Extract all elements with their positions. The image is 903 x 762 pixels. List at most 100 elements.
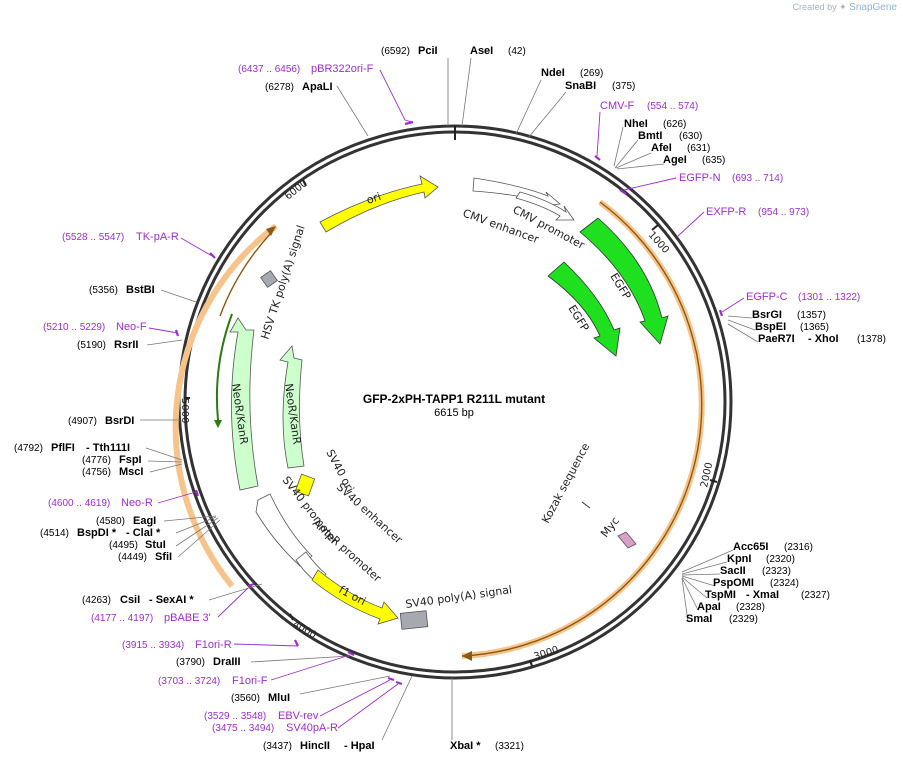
site-fspi-pos: (4776) <box>82 455 111 466</box>
site-xbai: XbaI * <box>450 740 481 752</box>
site-hpai: - HpaI <box>344 740 375 752</box>
site-rsrii-pos: (5190) <box>77 340 106 351</box>
primer-neor: Neo-R <box>121 497 153 509</box>
site-bspei-pos: (1365) <box>800 322 829 333</box>
site-stui: StuI <box>145 539 166 551</box>
site-msci-pos: (4756) <box>82 467 111 478</box>
site-smai: SmaI <box>686 613 712 625</box>
site-paer7i-pos: (1378) <box>857 334 886 345</box>
orf-arrow-left <box>219 231 273 317</box>
site-paer7i: PaeR7I <box>758 333 795 345</box>
site-pspomi: PspOMI <box>713 577 754 589</box>
site-stui-pos: (4495) <box>109 540 138 551</box>
egfp-arrow-1 <box>579 217 669 345</box>
site-bstbi: BstBI <box>126 284 155 296</box>
primer-sv40par: SV40pA-R <box>286 722 338 734</box>
orf-green-arrowhead <box>214 420 222 428</box>
site-acc65i-pos: (2316) <box>784 542 813 553</box>
primer-neof: Neo-F <box>116 321 147 333</box>
site-sfii: SfiI <box>155 551 172 563</box>
site-tspmi: TspMI <box>705 589 736 601</box>
site-smai-pos: (2329) <box>729 614 758 625</box>
site-tth111i: - Tth111I <box>86 442 130 454</box>
plasmid-length: 6615 bp <box>434 407 474 419</box>
primer-tkpar-range: (5528 .. 5547) <box>62 232 124 243</box>
orf-arrowhead-left <box>266 226 276 236</box>
primer-leader-lines <box>148 69 745 729</box>
cmv-promoter-arrow <box>515 191 575 221</box>
site-eagi: EagI <box>133 515 156 527</box>
watermark-brand: SnapGene <box>849 2 897 13</box>
primer-cmvf-range: (554 .. 574) <box>647 101 698 112</box>
site-afei-pos: (631) <box>687 143 710 154</box>
site-sexai: - SexAI * <box>149 594 194 606</box>
primer-pbabe: pBABE 3' <box>164 612 211 624</box>
site-clai: - ClaI * <box>126 527 161 539</box>
site-eagi-pos: (4580) <box>96 516 125 527</box>
site-xbai-pos: (3321) <box>495 741 524 752</box>
site-pspomi-pos: (2324) <box>770 578 799 589</box>
primer-egfpc-range: (1301 .. 1322) <box>798 292 860 303</box>
site-rsrii: RsrII <box>114 339 138 351</box>
site-asei: AseI <box>470 45 493 57</box>
primer-sv40par-range: (3475 .. 3494) <box>212 723 274 734</box>
site-apai-pos: (2328) <box>736 602 765 613</box>
site-sacii-pos: (2323) <box>762 566 791 577</box>
site-csii: CsiI <box>120 594 140 606</box>
site-acc65i: Acc65I <box>733 541 768 553</box>
myc-arrow <box>617 531 637 549</box>
site-sfii-pos: (4449) <box>118 552 147 563</box>
site-tspmi-pos: (2327) <box>801 590 830 601</box>
site-apai: ApaI <box>697 601 721 613</box>
site-asei-pos: (42) <box>508 46 526 57</box>
tick-marks <box>184 126 718 667</box>
primer-exfpr-range: (954 .. 973) <box>758 207 809 218</box>
orf-arrow-right <box>461 201 703 657</box>
tick-4000: 4000 <box>291 619 319 641</box>
f1-ori-arrow <box>311 569 399 625</box>
site-hincii-pos: (3437) <box>263 741 292 752</box>
site-csii-pos: (4263) <box>82 595 111 606</box>
site-bsrdi: BsrDI <box>105 415 134 427</box>
site-xhoi: - XhoI <box>808 333 839 345</box>
primer-tkpar: TK-pA-R <box>136 231 179 243</box>
kozak-label: Kozak sequence <box>539 441 592 526</box>
site-bspei: BspEI <box>755 321 786 333</box>
ori-label: ori <box>365 190 383 207</box>
primer-egfpc: EGFP-C <box>746 291 788 303</box>
site-draiii: DraIII <box>213 656 241 668</box>
site-ndei: NdeI <box>541 67 565 79</box>
primer-egfpn-range: (693 .. 714) <box>732 173 783 184</box>
plasmid-name: GFP-2xPH-TAPP1 R211L mutant <box>363 392 545 406</box>
site-bspdi: BspDI * <box>77 527 117 539</box>
site-bstbi-pos: (5356) <box>89 285 118 296</box>
orf-arc-left <box>172 223 278 588</box>
kozak-mark <box>581 501 591 509</box>
site-bmti-pos: (630) <box>679 131 702 142</box>
primer-ebvrev: EBV-rev <box>278 710 319 722</box>
site-afei: AfeI <box>651 142 672 154</box>
site-mlui: MluI <box>268 692 290 704</box>
site-bsrdi-pos: (4907) <box>68 416 97 427</box>
primer-pbr322-range: (6437 .. 6456) <box>238 64 300 75</box>
site-mlui-pos: (3560) <box>231 693 260 704</box>
primer-exfpr: EXFP-R <box>706 206 746 218</box>
egfp-arrow-2 <box>547 261 621 357</box>
sv40-ori-box <box>294 473 316 497</box>
primer-f1orir-range: (3915 .. 3934) <box>122 640 184 651</box>
neokan-arrow-1 <box>229 317 259 491</box>
tick-2000: 2000 <box>699 461 715 488</box>
site-pcii: PciI <box>418 45 438 57</box>
site-apali: ApaLI <box>302 81 333 93</box>
snapgene-logo-icon: ✦ <box>839 2 847 12</box>
site-agei: AgeI <box>663 154 687 166</box>
site-snabi: SnaBI <box>565 80 596 92</box>
primer-f1orir: F1ori-R <box>195 639 232 651</box>
primer-cmvf: CMV-F <box>600 100 635 112</box>
neokan-arrow-2 <box>279 345 305 469</box>
primer-egfpn: EGFP-N <box>679 172 721 184</box>
site-pflfi-pos: (4792) <box>14 443 43 454</box>
site-leader-lines <box>140 57 759 741</box>
site-snabi-pos: (375) <box>612 81 635 92</box>
